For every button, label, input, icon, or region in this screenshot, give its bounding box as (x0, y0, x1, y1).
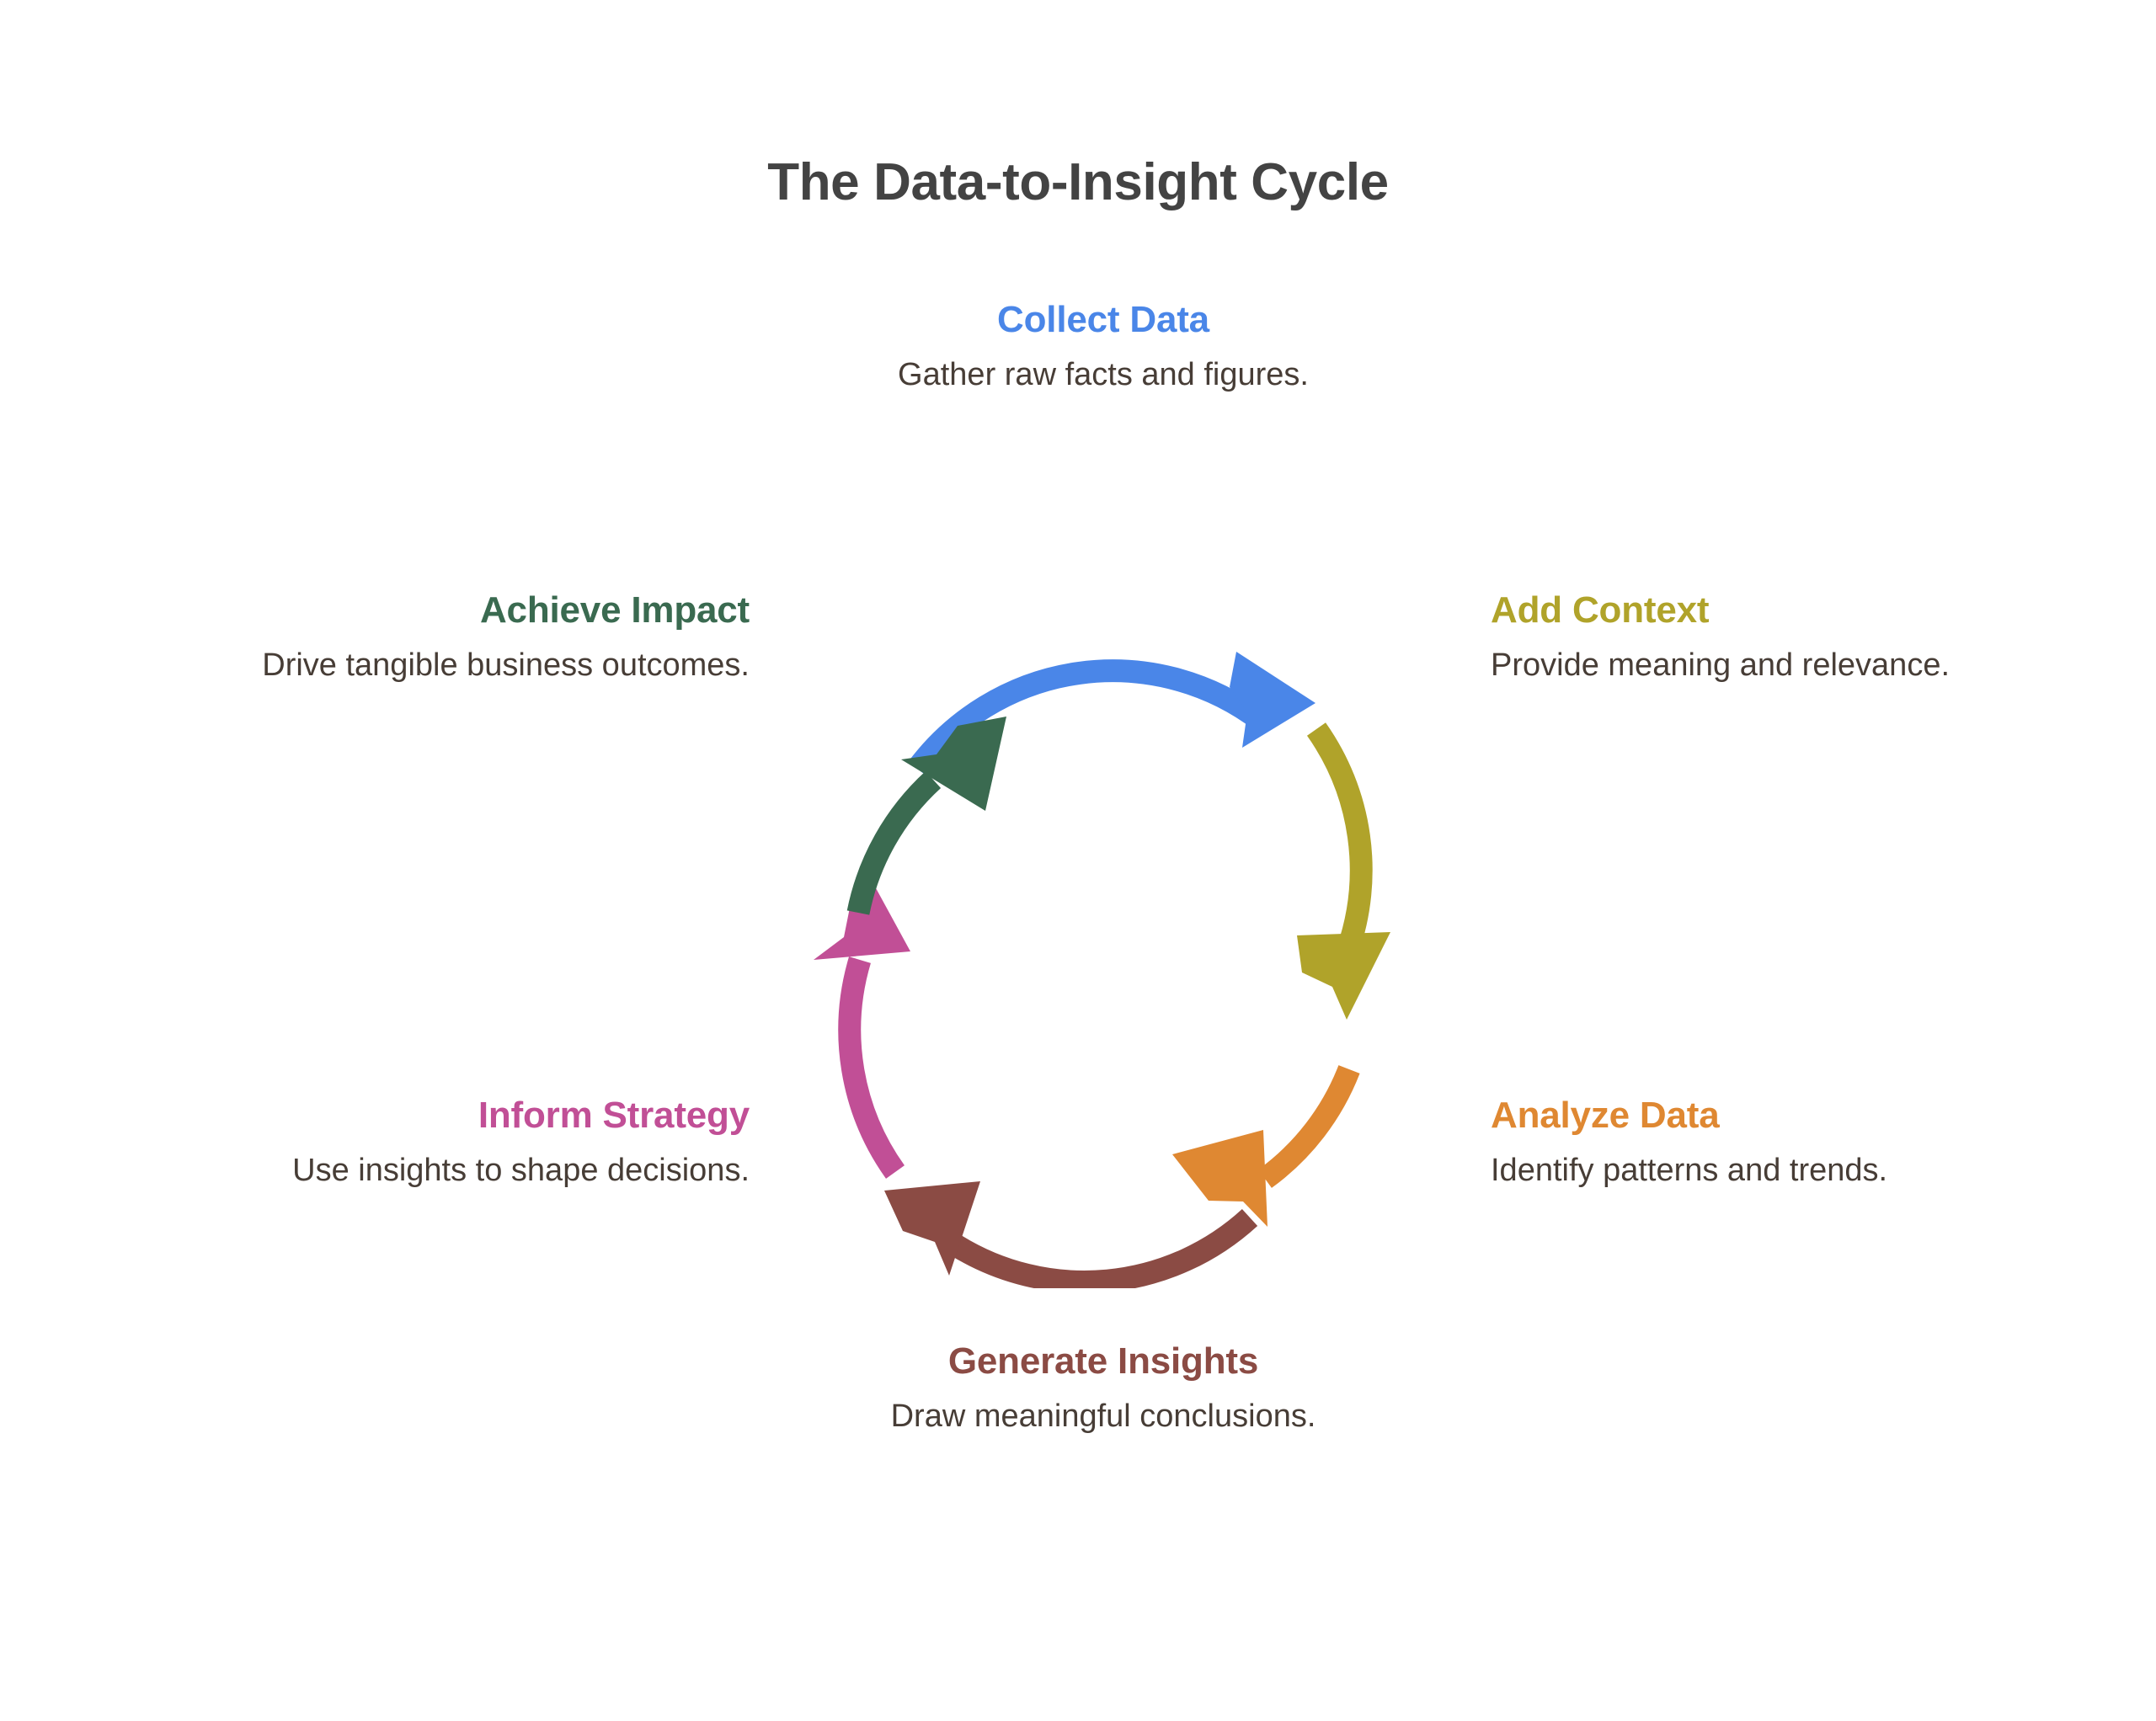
page-title: The Data-to-Insight Cycle (767, 153, 1389, 211)
arrow-analyze-to-insights-icon (1172, 1064, 1360, 1227)
step-add-context-description: Provide meaning and relevance. (1491, 647, 1951, 684)
step-achieve-impact-title: Achieve Impact (479, 589, 750, 631)
arrow-impact-to-collect-icon (846, 717, 1006, 915)
step-inform-strategy[interactable]: Inform Strategy Use insights to shape de… (227, 1095, 750, 1192)
cycle-arrow-ring (814, 652, 1390, 1288)
arrow-insights-to-strategy-icon (884, 1181, 1258, 1288)
step-add-context-title: Add Context (1491, 589, 1710, 631)
step-inform-strategy-title: Inform Strategy (478, 1095, 750, 1136)
arrow-collect-to-context-icon (908, 652, 1315, 776)
step-generate-insights[interactable]: Generate Insights Draw meaningful conclu… (867, 1340, 1339, 1438)
step-collect-data-description: Gather raw facts and figures. (898, 357, 1309, 393)
step-collect-data-title: Collect Data (997, 299, 1209, 340)
step-analyze-data-description: Identify patterns and trends. (1491, 1153, 1888, 1189)
step-achieve-impact-description: Drive tangible business outcomes. (262, 647, 750, 684)
step-analyze-data-title: Analyze Data (1491, 1095, 1720, 1136)
arrow-context-to-analyze-icon (1297, 722, 1390, 1020)
step-add-context[interactable]: Add Context Provide meaning and relevanc… (1491, 589, 2013, 687)
step-achieve-impact[interactable]: Achieve Impact Drive tangible business o… (185, 589, 750, 687)
step-inform-strategy-description: Use insights to shape decisions. (292, 1153, 750, 1189)
step-generate-insights-title: Generate Insights (947, 1340, 1259, 1382)
step-analyze-data[interactable]: Analyze Data Identify patterns and trend… (1491, 1095, 2013, 1192)
arrow-strategy-to-impact-icon (814, 868, 910, 1179)
step-collect-data[interactable]: Collect Data Gather raw facts and figure… (800, 299, 1406, 397)
step-generate-insights-description: Draw meaningful conclusions. (890, 1399, 1316, 1435)
